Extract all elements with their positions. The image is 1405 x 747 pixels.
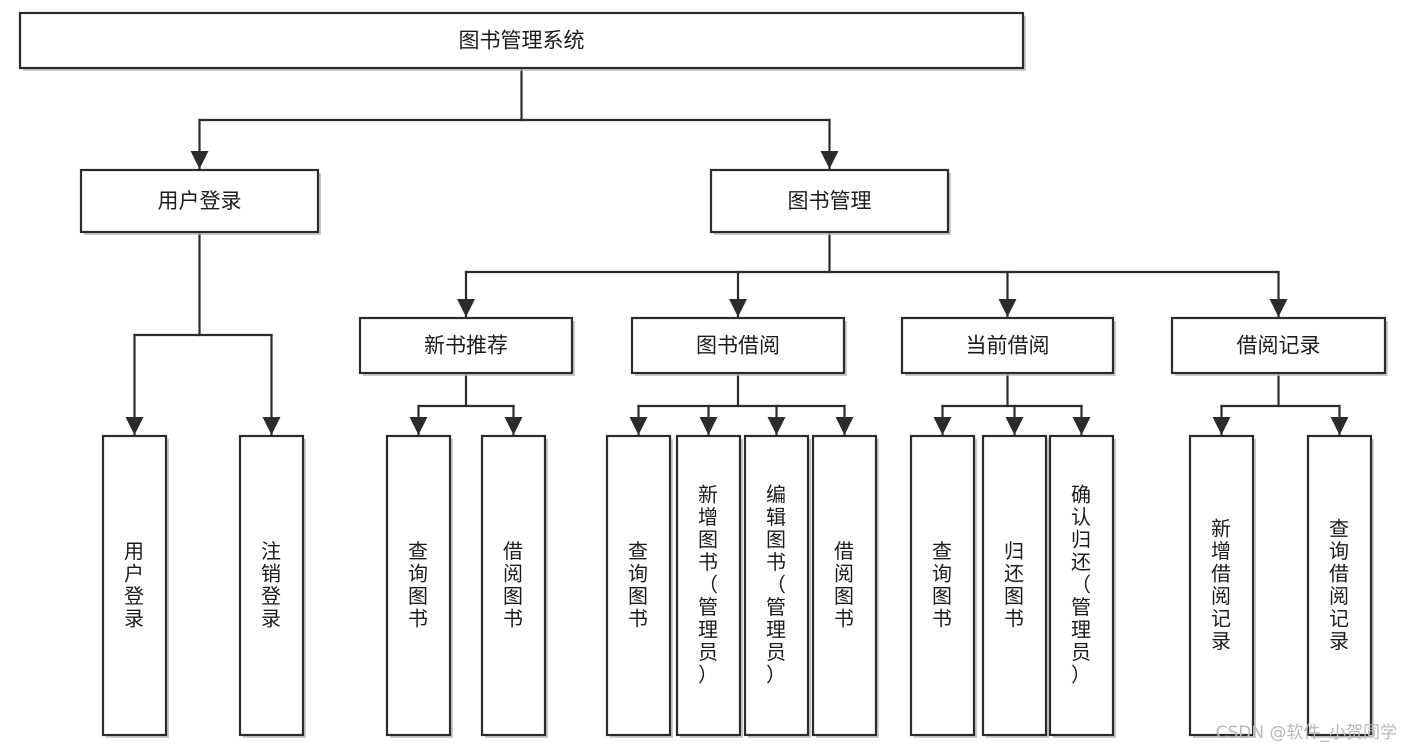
node-rect[interactable] — [1188, 434, 1255, 737]
node-label: 图书管理 — [788, 189, 872, 213]
node-label: 查询借阅记录 — [1329, 516, 1350, 653]
arrow-head-icon — [262, 417, 281, 435]
node-label: 确认归还（管理员） — [1071, 482, 1092, 686]
node-rect[interactable] — [981, 434, 1048, 737]
node-label: 编辑图书（管理员） — [766, 482, 787, 686]
node-rect[interactable] — [1170, 316, 1387, 375]
node-rect[interactable] — [18, 11, 1025, 70]
arrow-head-icon — [1269, 299, 1288, 317]
node-label: 注销登录 — [261, 538, 282, 630]
node-label: 用户登录 — [124, 538, 145, 630]
arrow-head-icon — [820, 151, 839, 169]
nodes-group: 图书管理系统用户登录图书管理新书推荐图书借阅当前借阅借阅记录用户登录注销登录查询… — [18, 11, 1388, 738]
node-leaf-query-book-cur[interactable]: 查询图书 — [909, 434, 977, 738]
arrow-head-icon — [729, 299, 747, 317]
node-leaf-user-logout[interactable]: 注销登录 — [238, 434, 306, 738]
node-rect[interactable] — [358, 316, 574, 375]
node-label: 新书推荐 — [424, 334, 508, 358]
node-rect[interactable] — [1048, 434, 1115, 737]
node-leaf-add-record[interactable]: 新增借阅记录 — [1188, 434, 1256, 738]
arrow-head-icon — [835, 417, 854, 435]
node-rect[interactable] — [1306, 434, 1373, 737]
node-label: 查询图书 — [408, 538, 429, 630]
node-label: 借阅记录 — [1237, 334, 1321, 358]
arrow-head-icon — [699, 417, 718, 435]
node-leaf-query-record[interactable]: 查询借阅记录 — [1306, 434, 1374, 738]
node-leaf-edit-book[interactable]: 编辑图书（管理员） — [743, 434, 811, 738]
node-rect[interactable] — [709, 168, 950, 234]
node-rect[interactable] — [630, 316, 846, 375]
node-label: 借阅图书 — [834, 538, 855, 630]
node-label: 当前借阅 — [966, 334, 1050, 358]
node-rect[interactable] — [238, 434, 305, 737]
node-leaf-user-login[interactable]: 用户登录 — [101, 434, 169, 738]
node-new-book-rec[interactable]: 新书推荐 — [358, 316, 575, 376]
arrow-head-icon — [1212, 417, 1231, 435]
node-rect[interactable] — [480, 434, 547, 737]
arrow-head-icon — [409, 417, 428, 435]
node-leaf-query-book-rec[interactable]: 查询图书 — [385, 434, 453, 738]
node-label: 新增借阅记录 — [1211, 516, 1232, 653]
node-rect[interactable] — [900, 316, 1115, 375]
node-label: 归还图书 — [1004, 538, 1025, 630]
arrow-head-icon — [629, 417, 648, 435]
csdn-watermark: CSDN @软件_小贺同学 — [1215, 723, 1397, 743]
node-user-login[interactable]: 用户登录 — [79, 168, 321, 235]
node-label: 图书管理系统 — [459, 29, 585, 53]
arrow-head-icon — [457, 299, 475, 317]
node-leaf-return-book[interactable]: 归还图书 — [981, 434, 1049, 738]
node-label: 借阅图书 — [503, 538, 524, 630]
arrow-head-icon — [767, 417, 786, 435]
node-rect[interactable] — [909, 434, 976, 737]
node-leaf-borrow-book[interactable]: 借阅图书 — [811, 434, 879, 738]
node-borrow-record[interactable]: 借阅记录 — [1170, 316, 1388, 376]
node-book-manage[interactable]: 图书管理 — [709, 168, 951, 235]
arrow-head-icon — [1330, 417, 1349, 435]
node-rect[interactable] — [675, 434, 742, 737]
node-leaf-add-book[interactable]: 新增图书（管理员） — [675, 434, 743, 738]
node-book-borrow[interactable]: 图书借阅 — [630, 316, 847, 376]
node-label: 新增图书（管理员） — [698, 482, 719, 686]
node-rect[interactable] — [385, 434, 452, 737]
node-leaf-query-book-borrow[interactable]: 查询图书 — [605, 434, 673, 738]
node-leaf-confirm-return[interactable]: 确认归还（管理员） — [1048, 434, 1116, 738]
node-rect[interactable] — [101, 434, 168, 737]
node-rect[interactable] — [605, 434, 672, 737]
arrow-head-icon — [190, 151, 209, 169]
arrow-head-icon — [933, 417, 952, 435]
arrow-head-icon — [998, 299, 1017, 317]
node-rect[interactable] — [743, 434, 810, 737]
arrow-head-icon — [1005, 417, 1024, 435]
arrow-head-icon — [504, 417, 523, 435]
node-label: 查询图书 — [628, 538, 649, 630]
node-label: 图书借阅 — [696, 334, 780, 358]
connector-lines-group — [125, 66, 1349, 437]
node-label: 用户登录 — [158, 189, 242, 213]
node-rect[interactable] — [811, 434, 878, 737]
node-current-borrow[interactable]: 当前借阅 — [900, 316, 1116, 376]
node-label: 查询图书 — [932, 538, 953, 630]
node-rect[interactable] — [79, 168, 320, 234]
arrow-head-icon — [125, 417, 144, 435]
arrow-head-icon — [1072, 417, 1091, 435]
node-root[interactable]: 图书管理系统 — [18, 11, 1026, 71]
node-leaf-borrow-book-rec[interactable]: 借阅图书 — [480, 434, 548, 738]
